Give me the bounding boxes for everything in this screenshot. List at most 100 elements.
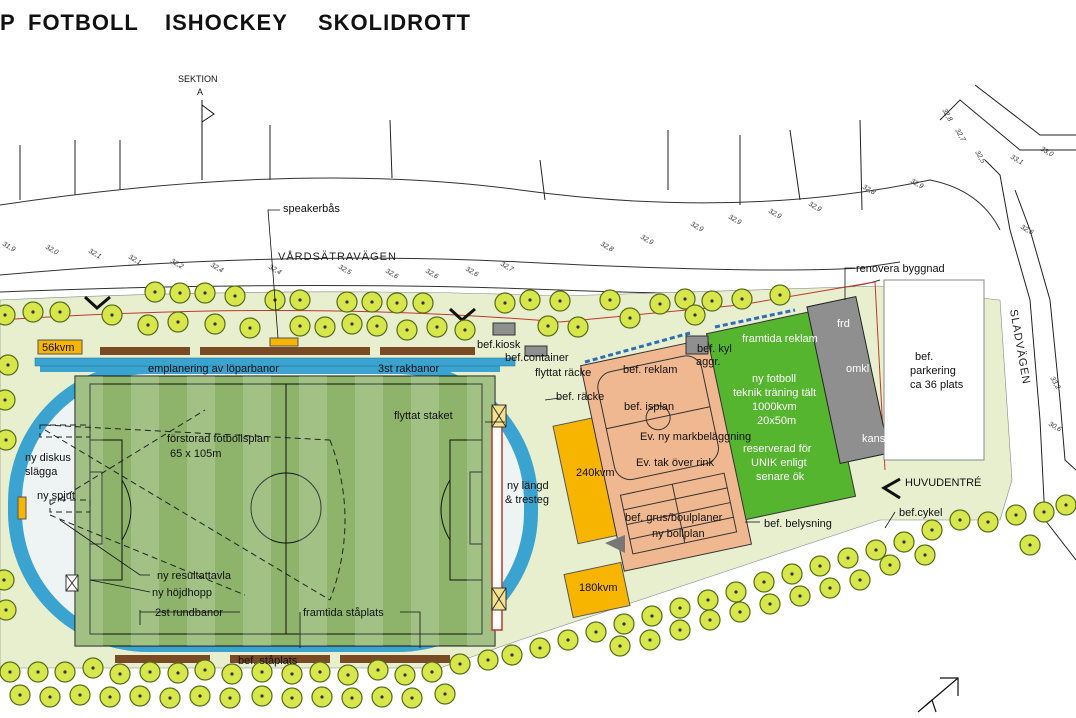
contour-label: 32,2 xyxy=(169,258,184,271)
contour-label: 32,9 xyxy=(727,214,742,227)
section-label-line1: SEKTION xyxy=(178,74,218,84)
label-bef-reklam: bef. reklam xyxy=(623,364,677,376)
label-dim-20x50: 20x50m xyxy=(757,415,796,427)
label-emplacering: emplanering av löparbanor xyxy=(148,363,279,375)
label-ev-tak: Ev. tak över rink xyxy=(636,457,715,469)
label-flyttat-racke: flyttat räcke xyxy=(535,367,591,379)
label-ny-bollplan: ny bollplan xyxy=(652,528,705,540)
contour-label: 32,1 xyxy=(87,248,102,261)
label-bef-container: bef.container xyxy=(505,352,569,364)
label-area-56kvm: 56kvm xyxy=(42,342,74,354)
label-ca36: ca 36 plats xyxy=(910,379,964,391)
label-unik: UNIK enligt xyxy=(751,457,807,469)
area-left-small xyxy=(17,496,27,520)
building-frd-omkl-kansli xyxy=(806,295,890,465)
label-renovera: renovera byggnad xyxy=(856,263,945,275)
contour-label: 32,6 xyxy=(1019,224,1034,237)
label-parkering: parkering xyxy=(910,365,956,377)
label-dim-65x105: 65 x 105m xyxy=(170,448,221,460)
contour-label: 32,9 xyxy=(689,221,704,234)
label-grus-boule: bef. grus/boulplaner xyxy=(625,512,723,524)
label-ny-langd: ny längd xyxy=(507,480,549,492)
advertising-boards xyxy=(584,308,796,364)
contour-label: 32,9 xyxy=(909,178,924,191)
label-framtida-reklam: framtida reklam xyxy=(742,333,818,345)
label-kansli: kansli xyxy=(862,433,890,445)
label-huvudentre: HUVUDENTRÉ xyxy=(905,476,981,489)
contour-label: 31,9 xyxy=(1,241,16,254)
top-stands xyxy=(34,337,516,367)
section-line xyxy=(201,100,215,180)
label-area-180kvm: 180kvm xyxy=(579,582,618,594)
header-title-fotboll: FOTBOLL xyxy=(28,10,139,35)
header-title-fragment: P xyxy=(0,10,16,35)
north-arrow-icon xyxy=(917,677,959,713)
label-bef-staplats: bef. ståplats xyxy=(238,655,298,667)
leader-lines xyxy=(59,209,896,648)
label-senare: senare ök xyxy=(756,471,805,483)
road-label-vardsatravagen: VÅRDSÄTRAVÄGEN xyxy=(278,250,397,263)
label-framtida-staplats: framtida ståplats xyxy=(303,607,384,619)
football-pitch xyxy=(74,375,496,647)
label-ny-resultattavla: ny resultattavla xyxy=(157,570,232,582)
area-180kvm xyxy=(563,561,631,619)
contour-label: 32,9 xyxy=(639,234,654,247)
light-mast-marker xyxy=(605,535,625,553)
throwing-sector xyxy=(39,409,346,601)
road-edges xyxy=(0,177,1001,294)
header-title-ishockey: ISHOCKEY xyxy=(165,10,288,35)
label-bef-parkering: bef. xyxy=(915,351,933,363)
label-bef-isplan: bef. isplan xyxy=(624,401,674,413)
kiosk-building xyxy=(492,322,516,336)
contour-label: 32,5 xyxy=(337,264,352,277)
container-building xyxy=(524,345,548,357)
contour-label: 32,6 xyxy=(384,268,399,281)
long-jump-runway xyxy=(65,404,507,631)
header-title-skolidrott: SKOLIDROTT xyxy=(318,10,471,35)
label-bef-kyl: bef. kyl xyxy=(697,343,732,355)
bottom-stands xyxy=(115,655,450,663)
parking-area xyxy=(883,279,985,461)
contour-label: 32,6 xyxy=(464,266,479,279)
label-tresteg: & tresteg xyxy=(505,494,549,506)
label-frd: frd xyxy=(837,318,850,330)
label-aggr: aggr. xyxy=(696,356,720,368)
label-rakbanor: 3st rakbanor xyxy=(378,363,439,375)
contour-label: 32,0 xyxy=(44,244,59,257)
contour-label: 32,9 xyxy=(767,208,782,221)
label-speakerbas: speakerbås xyxy=(283,203,340,215)
label-rundbanor: 2st rundbanor xyxy=(155,607,223,619)
label-reserverad: reserverad för xyxy=(743,443,812,455)
road-label-sladvagen: SLADVÄGEN xyxy=(1007,308,1032,385)
label-ev-ny-markbelaggning: Ev. ny markbeläggning xyxy=(640,431,751,443)
label-forstorad: förstorad fotbollsplan xyxy=(167,433,269,445)
contour-label: 32,4 xyxy=(267,264,282,277)
label-area-1000kvm: 1000kvm xyxy=(752,401,797,413)
contour-label: 32,8 xyxy=(599,241,614,254)
contour-label: 32,9 xyxy=(807,201,822,214)
pitch-stripes xyxy=(75,376,495,646)
label-ny-diskus: ny diskus xyxy=(25,452,71,464)
label-flyttat-staket: flyttat staket xyxy=(394,410,453,422)
contour-label: 32,4 xyxy=(209,262,224,275)
label-ny-fotboll: ny fotboll xyxy=(752,373,796,385)
label-teknik: teknik träning tält xyxy=(733,387,816,399)
label-slagga: slägga xyxy=(25,466,58,478)
label-bef-kiosk: bef.kiosk xyxy=(477,339,521,351)
label-bef-belysning: bef. belysning xyxy=(764,518,832,530)
contour-label: 32,7 xyxy=(953,128,966,144)
contour-label: 32,8 xyxy=(861,184,876,197)
contour-label: 33,0 xyxy=(1039,146,1054,159)
contour-label: 32,6 xyxy=(424,268,439,281)
label-area-240kvm: 240kvm xyxy=(576,467,615,479)
contour-label: 32,7 xyxy=(499,261,515,274)
cooling-unit xyxy=(685,335,709,355)
label-bef-racke: bef. räcke xyxy=(556,391,604,403)
contour-label: 30,6 xyxy=(1047,421,1062,434)
section-label-line2: A xyxy=(197,87,203,97)
label-ny-hojdhopp: ny höjdhopp xyxy=(152,587,212,599)
label-ny-spjut: ny spjut xyxy=(37,490,75,502)
label-omkl: omkl xyxy=(846,363,869,375)
label-bef-cykel: bef.cykel xyxy=(899,507,942,519)
